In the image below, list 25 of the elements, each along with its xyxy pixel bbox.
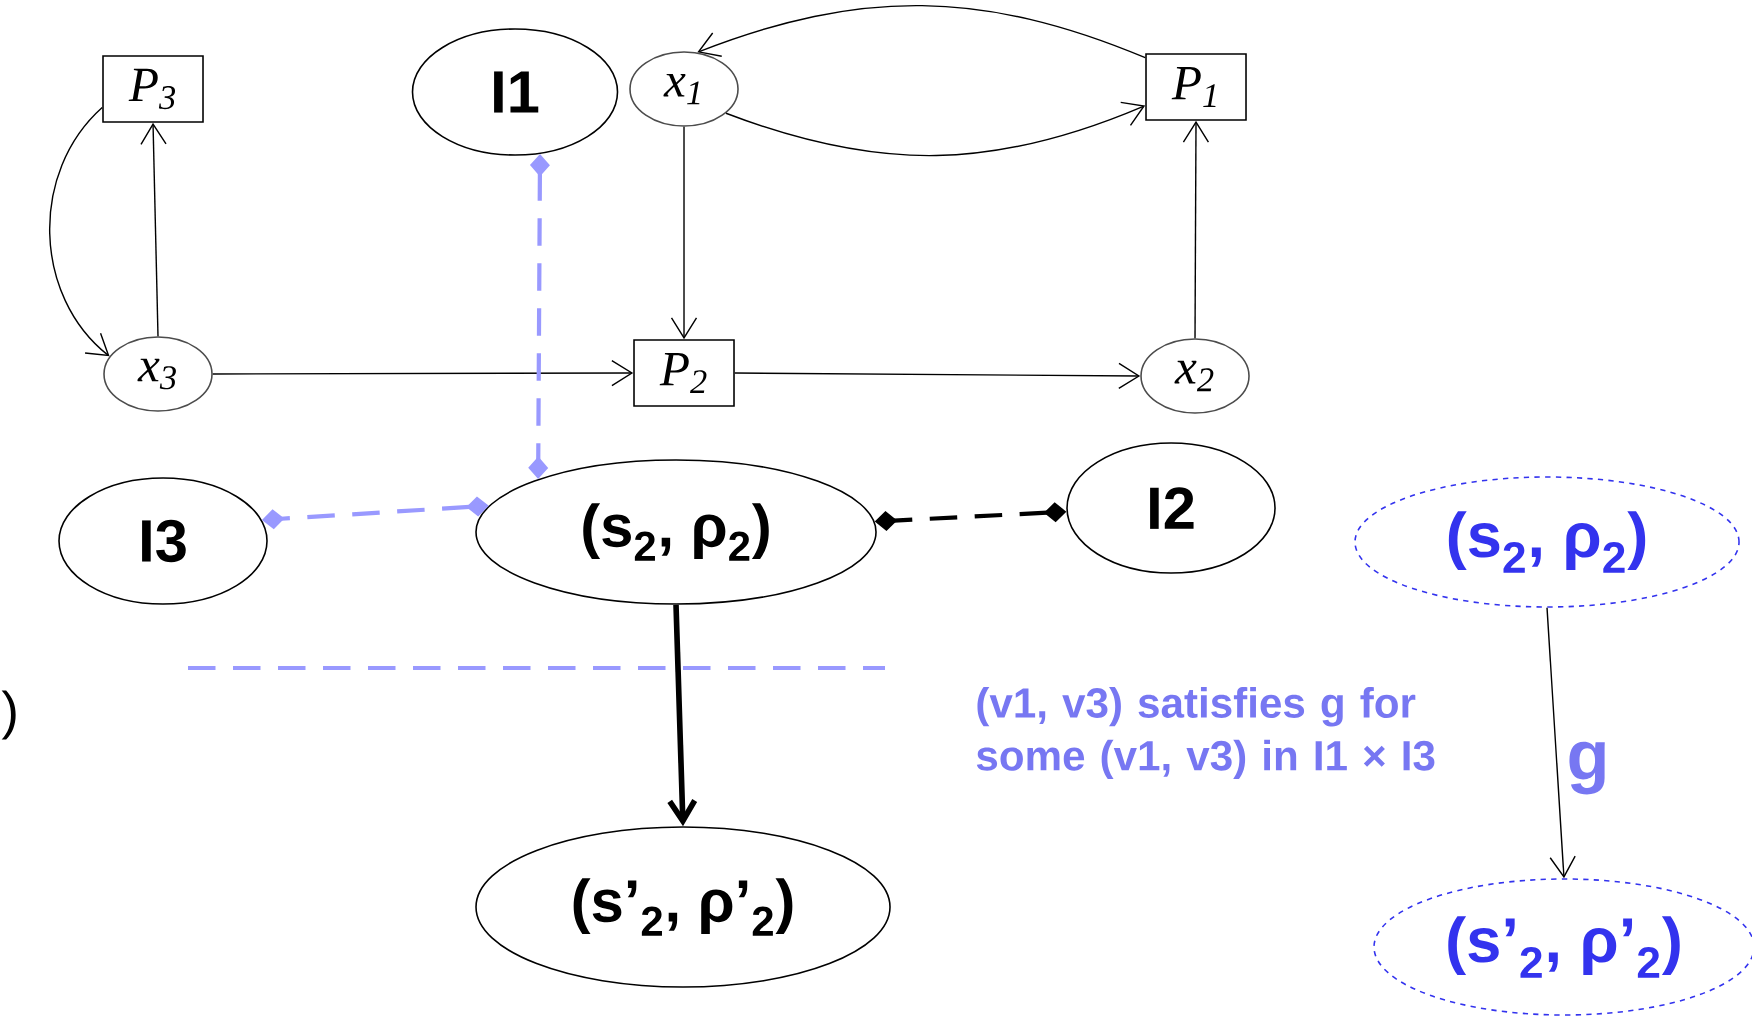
curved-arrow <box>725 101 1146 157</box>
rectangle-node: P$_{2}$ <box>633 339 735 407</box>
arrow <box>1182 120 1210 339</box>
ellipse-node: I2 <box>1066 442 1276 574</box>
arrow <box>140 122 167 337</box>
ellipse-node: I3 <box>58 477 268 605</box>
dashed-ellipse-node: (s$_{2}$, ρ$_{2}$) <box>1354 476 1740 608</box>
arrow <box>212 359 634 387</box>
edge-label: g <box>1569 741 1605 795</box>
curved-arrow <box>49 106 110 357</box>
note-text: (v1, v3) satisfies g for some (v1, v3) in I1 × I3 <box>976 687 1435 780</box>
rectangle-node: P$_{3}$ <box>102 55 204 123</box>
ellipse-node: (s$_{2}$, ρ$_{2}$) <box>475 459 877 605</box>
rectangle-node: P$_{1}$ <box>1145 53 1247 121</box>
arrow <box>670 126 698 340</box>
ellipse-node: (s’$_{2}$, ρ’$_{2}$) <box>475 826 891 988</box>
arrow <box>734 362 1141 390</box>
ellipse-node: x$_{3}$ <box>103 336 213 412</box>
ellipse-node: x$_{1}$ <box>629 51 739 127</box>
thick-arrow <box>667 604 698 827</box>
ellipse-node: I1 <box>411 28 619 156</box>
bracket-text: ) <box>1 690 16 740</box>
arrow <box>1546 607 1576 879</box>
curved-arrow <box>697 4 1146 59</box>
ellipse-node: x$_{2}$ <box>1140 338 1250 414</box>
